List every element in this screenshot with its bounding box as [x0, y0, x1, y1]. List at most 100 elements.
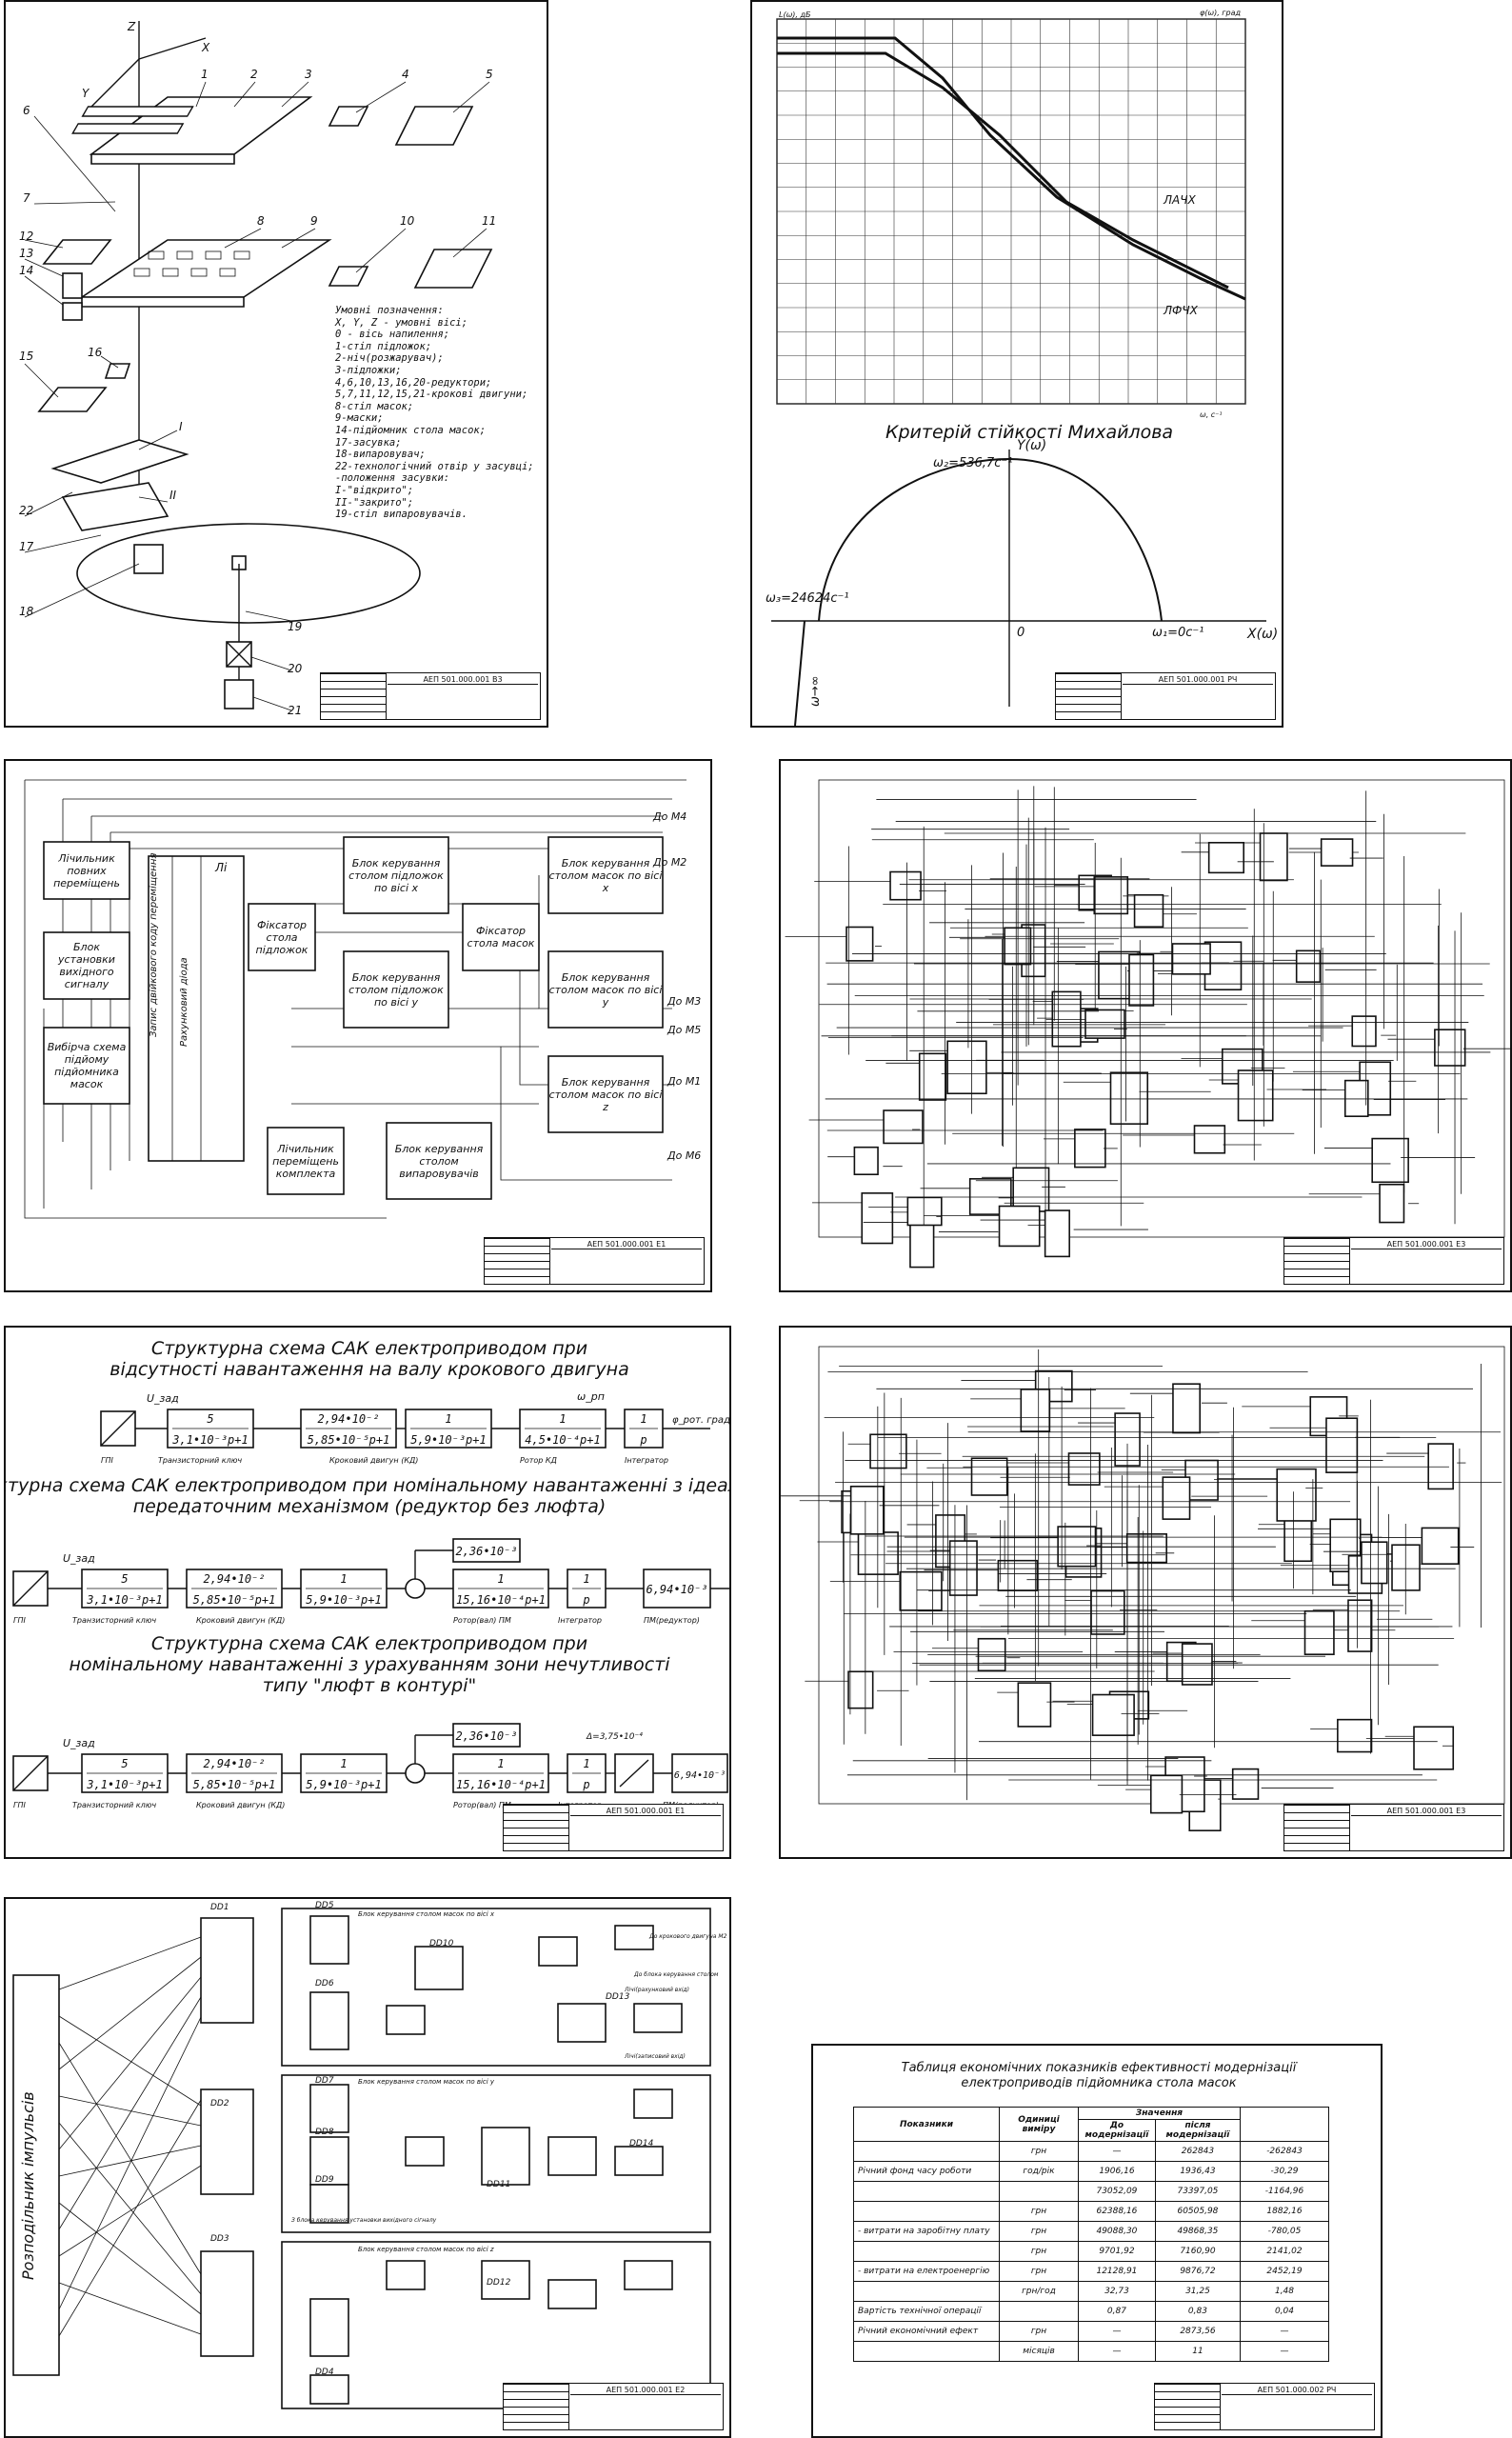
svg-text:14: 14: [19, 264, 33, 277]
svg-text:3,1•10⁻³p+1: 3,1•10⁻³p+1: [86, 1593, 162, 1607]
svg-text:15,16•10⁻⁴p+1: 15,16•10⁻⁴p+1: [456, 1778, 546, 1791]
block-ctl-sub-x: Блок керування столом підложок по вісі x: [348, 856, 444, 894]
out-m3: До M3: [667, 995, 702, 1008]
title-block: АЕП 501.000.001 РЧ: [1055, 672, 1276, 720]
block-ctl-evap: Блок керування столом випаровувачів: [394, 1142, 484, 1180]
struct-title-1a: Структурна схема САК електроприводом при: [151, 1338, 587, 1359]
chip-dd8: DD8: [315, 2128, 334, 2137]
chip-dd10: DD10: [429, 1939, 454, 1948]
block-fix2: Фіксатор стола масок: [467, 925, 535, 949]
pulse-drawing: [12, 1908, 711, 2409]
table-cell: 9701,92: [1078, 2241, 1156, 2262]
table-cell: [999, 2301, 1079, 2322]
svg-text:1: 1: [201, 68, 209, 81]
table-cell: [853, 2141, 1000, 2162]
svg-text:10: 10: [400, 214, 415, 228]
note-from: З блока керування установки вихідного сі…: [291, 2217, 437, 2224]
table-cell: 73397,05: [1154, 2181, 1242, 2202]
table-cell: 0,83: [1154, 2301, 1242, 2322]
w1-label: ω₁=0с⁻¹: [1152, 626, 1204, 640]
svg-text:18: 18: [19, 605, 34, 618]
block-ctl-sub-y: Блок керування столом підложок по вісі y: [348, 970, 444, 1009]
table-cell: 2141,02: [1240, 2241, 1329, 2262]
table-cell: 62388,16: [1078, 2201, 1156, 2222]
pulse-side-label: Розподільник імпульсів: [19, 2091, 37, 2280]
chip-dd11: DD11: [487, 2180, 511, 2189]
table-cell: —: [1078, 2141, 1156, 2162]
table-cell: год/рік: [999, 2161, 1079, 2182]
chip-dd3: DD3: [210, 2234, 229, 2244]
table-row: місяців—11—: [853, 2341, 1329, 2362]
struct-title-3b: номінальному навантаженні з урахуванням …: [69, 1654, 670, 1675]
table-cell: грн/год: [999, 2281, 1079, 2302]
sheet-economics: Таблиця економічних показників ефективно…: [811, 2044, 1383, 2438]
svg-text:1: 1: [559, 1412, 566, 1426]
svg-text:Ротор(вал) ПМ: Ротор(вал) ПМ: [453, 1616, 511, 1625]
svg-text:5: 5: [121, 1572, 128, 1586]
struct-title-3a: Структурна схема САК електроприводом при: [151, 1633, 587, 1654]
svg-text:3,1•10⁻³p+1: 3,1•10⁻³p+1: [86, 1778, 162, 1791]
svg-text:Кроковий двигун (КД): Кроковий двигун (КД): [196, 1616, 285, 1625]
chip-dd1: DD1: [210, 1903, 229, 1912]
svg-text:16: 16: [88, 346, 103, 359]
table-cell: [853, 2201, 1000, 2222]
section-z: Блок керування столом масок по вісі z: [358, 2246, 494, 2253]
chip-dd14: DD14: [629, 2139, 654, 2148]
svg-text:φ_рот. град: φ_рот. град: [672, 1415, 730, 1426]
note-block: До блока керування столом: [634, 1971, 719, 1978]
table-cell: - витрати на електроенергію: [853, 2261, 1000, 2282]
svg-text:2,36•10⁻³: 2,36•10⁻³: [455, 1545, 517, 1558]
svg-text:Кроковий двигун (КД): Кроковий двигун (КД): [329, 1456, 418, 1465]
title-block: АЕП 501.000.001 В3: [320, 672, 541, 720]
table-cell: грн: [999, 2261, 1079, 2282]
table-cell: 60505,98: [1154, 2201, 1242, 2222]
svg-text:8: 8: [257, 214, 265, 228]
economics-table: Показники Одиниці виміру Значення До мод…: [853, 2107, 1329, 2362]
kinematic-legend: Умовні позначення:X, Y, Z - умовні вісі;…: [335, 305, 534, 521]
lfchx-curve: [777, 36, 1246, 301]
table-cell: —: [1240, 2321, 1329, 2342]
svg-text:1: 1: [445, 1412, 451, 1426]
table-cell: -262843: [1240, 2141, 1329, 2162]
sheet-frequency: L(ω), дБ φ(ω), град ЛАЧХ ЛФЧХ ω, с⁻¹ Кри…: [750, 0, 1283, 728]
title-block: АЕП 501.000.001 Е3: [1283, 1237, 1504, 1285]
title-block: АЕП 501.000.001 Е1: [503, 1804, 724, 1851]
block-ctl-mask-y: Блок керування столом масок по вісі y: [548, 970, 663, 1009]
table-cell: [853, 2281, 1000, 2302]
svg-text:II: II: [169, 489, 177, 502]
svg-text:2,94•10⁻²: 2,94•10⁻²: [203, 1757, 265, 1770]
svg-text:U_зад: U_зад: [147, 1392, 179, 1405]
circuit-drawing-1: [785, 779, 1510, 1269]
w3-label: ω₃=24624с⁻¹: [766, 591, 849, 606]
svg-text:Ротор(вал) ПМ: Ротор(вал) ПМ: [453, 1801, 511, 1809]
y-right-label: φ(ω), град: [1200, 9, 1241, 17]
section-x: Блок керування столом масок по вісі x: [358, 1910, 495, 1918]
svg-text:ГПІ: ГПІ: [13, 1801, 26, 1809]
svg-text:11: 11: [482, 214, 496, 228]
table-cell: 11: [1154, 2341, 1242, 2362]
table-cell: 2873,56: [1154, 2321, 1242, 2342]
block-li: Лі: [215, 861, 228, 874]
chip-dd5: DD5: [315, 1901, 334, 1910]
svg-text:Транзисторний ключ: Транзисторний ключ: [158, 1456, 242, 1465]
svg-text:17: 17: [19, 540, 34, 553]
chip-dd7: DD7: [315, 2076, 334, 2086]
chip-dd2: DD2: [210, 2099, 229, 2108]
table-cell: 49868,35: [1154, 2221, 1242, 2242]
block-counter-set: Лічильник переміщень комплекта: [272, 1142, 339, 1180]
svg-text:12: 12: [19, 230, 33, 243]
svg-text:22: 22: [19, 504, 33, 517]
svg-text:5: 5: [121, 1757, 128, 1770]
table-cell: 7160,90: [1154, 2241, 1242, 2262]
svg-text:Інтегратор: Інтегратор: [558, 1616, 602, 1625]
chip-dd6: DD6: [315, 1979, 334, 1988]
svg-text:3: 3: [305, 68, 312, 81]
table-cell: —: [1078, 2341, 1156, 2362]
title-block: АЕП 501.000.001 Е2: [503, 2383, 724, 2430]
table-cell: 1882,16: [1240, 2201, 1329, 2222]
